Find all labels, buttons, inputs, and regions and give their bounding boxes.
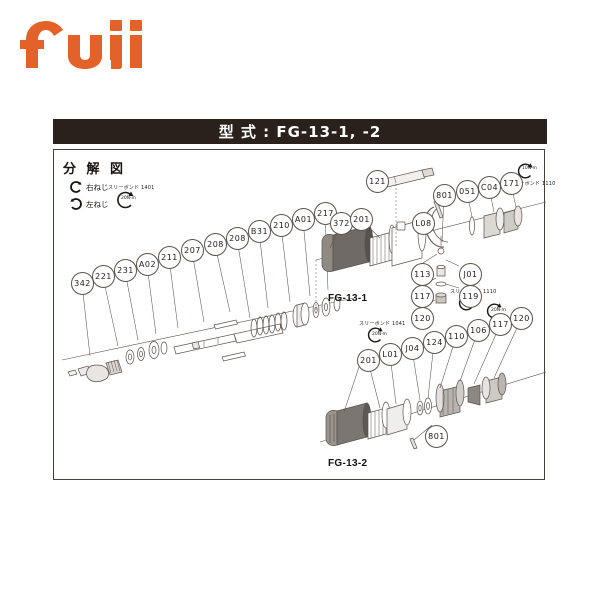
diagram-frame: 分 解 図 右ねじ 左ねじ <box>53 149 555 480</box>
torque-arrow-icon <box>117 191 134 209</box>
callout-211[interactable]: 211 <box>158 246 181 269</box>
model-title-bar: 型 式 : FG-13-1, -2 <box>53 119 547 144</box>
callout-117-upper[interactable]: 117 <box>411 285 434 308</box>
callout-124[interactable]: 124 <box>423 331 446 354</box>
callout-208-a[interactable]: 208 <box>204 233 227 256</box>
legend-item-left-thread: 左ねじ <box>69 197 183 211</box>
callout-l01[interactable]: L01 <box>379 343 402 366</box>
callout-j04[interactable]: J04 <box>401 337 424 360</box>
legend-item-right-thread: 右ねじ <box>69 180 183 194</box>
bond-note-left-torque: 20N·m <box>121 196 136 201</box>
callout-120-upper[interactable]: 120 <box>411 307 434 330</box>
callout-119[interactable]: 119 <box>459 285 482 308</box>
callout-051[interactable]: 051 <box>456 180 479 203</box>
callout-b31[interactable]: B31 <box>248 220 271 243</box>
bond-note-top-torque: 10N·m <box>522 166 537 171</box>
right-thread-arrow-icon <box>69 180 83 194</box>
callout-110[interactable]: 110 <box>445 325 468 348</box>
assembly-label-fg-13-1: FG-13-1 <box>328 293 368 304</box>
callout-801-upper[interactable]: 801 <box>433 184 456 207</box>
callout-201-upper[interactable]: 201 <box>350 208 373 231</box>
callout-342[interactable]: 342 <box>71 272 94 295</box>
torque-arrow-icon <box>517 163 533 179</box>
bond-note-lower-torque: 20N·m <box>372 332 387 337</box>
callout-j01[interactable]: J01 <box>459 263 482 286</box>
legend-label-left-thread: 左ねじ <box>86 199 109 209</box>
callout-201-lower[interactable]: 201 <box>357 349 380 372</box>
callout-120-lower[interactable]: 120 <box>510 307 533 330</box>
fuji-logo <box>18 18 258 70</box>
callout-c04[interactable]: C04 <box>478 176 501 199</box>
callout-210[interactable]: 210 <box>270 214 293 237</box>
bond-note-right-torque: 20N·m <box>491 308 506 313</box>
legend-heading: 分 解 図 <box>63 162 127 177</box>
callout-207[interactable]: 207 <box>181 239 204 262</box>
bond-note-lower: スリーボンド 1041 20N·m <box>359 320 421 343</box>
callout-l08[interactable]: L08 <box>412 212 435 235</box>
legend: 分 解 図 右ねじ 左ねじ <box>63 158 183 211</box>
bond-note-top-text: スリーボンド 1110 <box>509 181 556 187</box>
torque-arrow-icon <box>367 327 383 343</box>
legend-label-right-thread: 右ねじ <box>86 182 109 192</box>
callout-208-b[interactable]: 208 <box>226 227 249 250</box>
bond-note-lower-text: スリーボンド 1041 <box>359 321 406 327</box>
callout-117-lower[interactable]: 117 <box>489 313 512 336</box>
bond-note-left: スリーボンド 1401 20N·m <box>108 184 170 209</box>
callout-231[interactable]: 231 <box>114 259 137 282</box>
callout-a02[interactable]: A02 <box>136 253 159 276</box>
callout-a01[interactable]: A01 <box>292 208 315 231</box>
callout-221[interactable]: 221 <box>92 265 115 288</box>
model-title-text: 型 式 : FG-13-1, -2 <box>218 123 382 141</box>
callout-121[interactable]: 121 <box>366 170 389 193</box>
bond-note-left-text: スリーボンド 1401 <box>108 185 155 191</box>
left-thread-arrow-icon <box>69 197 83 211</box>
callout-801-lower[interactable]: 801 <box>425 425 448 448</box>
callout-171[interactable]: 171 <box>500 172 523 195</box>
assembly-label-fg-13-2: FG-13-2 <box>328 458 368 469</box>
callout-106[interactable]: 106 <box>467 319 490 342</box>
callout-113[interactable]: 113 <box>411 263 434 286</box>
